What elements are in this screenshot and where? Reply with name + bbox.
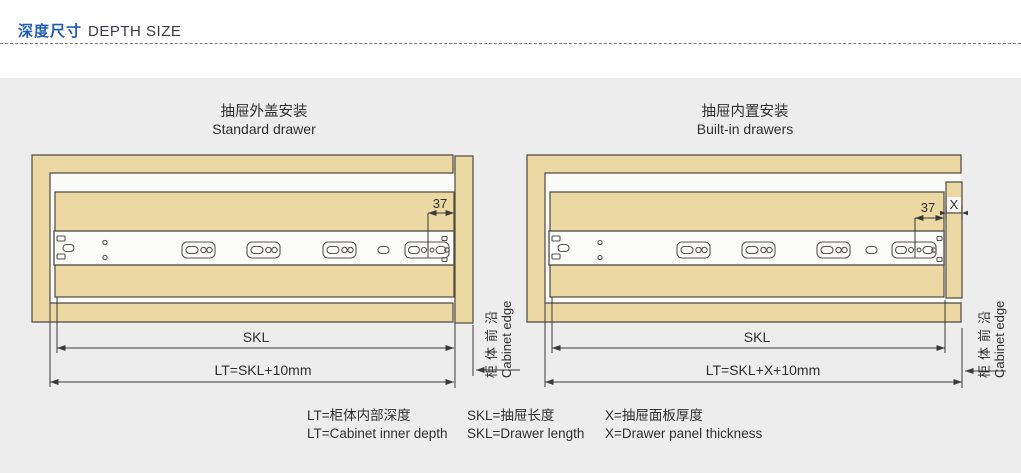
skl-label: SKL — [243, 329, 270, 345]
lt-label: LT=SKL+10mm — [214, 362, 311, 378]
extension-lines-right — [544, 297, 963, 388]
dashed-divider — [0, 43, 1021, 44]
dim-37-value: 37 — [921, 200, 935, 215]
dimension-x-right: X — [940, 197, 968, 220]
header-title-cn: 深度尺寸 — [18, 23, 83, 40]
dimension-skl-right: SKL — [552, 329, 945, 351]
cabinet-edge-label-en: Cabinet edge — [499, 301, 514, 378]
built-in-drawers-title-en: Built-in drawers — [696, 121, 794, 137]
legend-lt-cn: LT=柜体内部深度 — [307, 408, 411, 423]
built-in-drawers-title-cn: 抽屉内置安装 — [701, 104, 789, 120]
page-header: 深度尺寸 DEPTH SIZE — [18, 20, 181, 41]
legend-x-en: X=Drawer panel thickness — [605, 426, 763, 441]
x-label-patch — [947, 197, 961, 212]
diagram-title-standard-drawer: 抽屉外盖安装 Standard drawer — [139, 104, 389, 137]
dimension-skl-left: SKL — [57, 329, 454, 351]
legend-item-x: X=抽屉面板厚度 X=Drawer panel thickness — [605, 407, 762, 443]
diagram-built-in-drawers: X 37 SKL LT=SKL+X — [526, 154, 1007, 388]
legend-skl-en: SKL=Drawer length — [467, 426, 585, 441]
lt-label: LT=SKL+X+10mm — [706, 362, 821, 378]
cabinet-edge-label-cn: 柜体前沿 — [977, 306, 992, 378]
dim-x-value: X — [950, 197, 959, 212]
drawer-front-panel — [454, 155, 474, 324]
legend-skl-cn: SKL=抽屉长度 — [467, 408, 555, 423]
legend-item-lt: LT=柜体内部深度 LT=Cabinet inner depth — [307, 407, 447, 443]
header-title-en: DEPTH SIZE — [88, 23, 182, 40]
slide-rail — [53, 230, 455, 266]
dimension-lt-right: LT=SKL+X+10mm — [545, 362, 962, 385]
diagram-standard-drawer: 37 SKL LT=SKL+10mm 柜体前沿 — [31, 154, 520, 388]
cabinet-edge-callout-left: 柜体前沿 Cabinet edge — [476, 301, 520, 378]
slide-rail-holes — [551, 235, 943, 263]
diagram-title-built-in-drawers: 抽屉内置安装 Built-in drawers — [620, 104, 870, 137]
extension-lines-left — [49, 297, 474, 388]
slide-rail-holes — [56, 235, 450, 263]
standard-drawer-title-en: Standard drawer — [212, 121, 316, 137]
dimension-37-left: 37 — [427, 196, 454, 250]
cabinet-edge-label-cn: 柜体前沿 — [484, 306, 499, 378]
standard-drawer-title-cn: 抽屉外盖安装 — [220, 104, 308, 120]
skl-label: SKL — [744, 329, 771, 345]
dimension-lt-left: LT=SKL+10mm — [50, 362, 454, 385]
legend-lt-en: LT=Cabinet inner depth — [307, 426, 448, 441]
legend-item-skl: SKL=抽屉长度 SKL=Drawer length — [467, 407, 584, 443]
cabinet-edge-label-en: Cabinet edge — [992, 301, 1007, 378]
legend-x-cn: X=抽屉面板厚度 — [605, 408, 703, 423]
dim-37-value: 37 — [433, 196, 447, 211]
dimension-37-right: 37 — [914, 200, 944, 250]
cabinet-edge-callout-right: 柜体前沿 Cabinet edge — [965, 301, 1007, 378]
